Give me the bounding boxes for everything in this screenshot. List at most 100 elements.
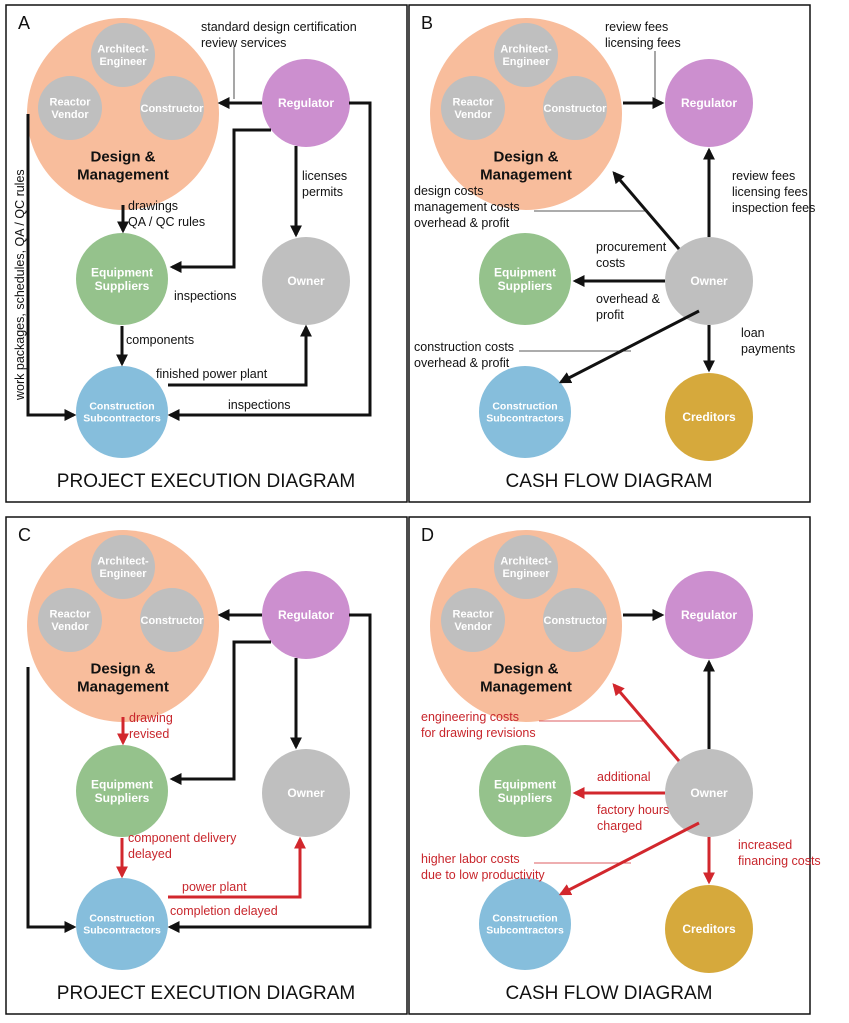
reactor-vendor-label: Reactor	[453, 97, 495, 109]
edge-label: costs	[596, 256, 625, 270]
constructor-label: Constructor	[141, 103, 205, 115]
design-management-label: Management	[480, 166, 572, 183]
regulator-circle	[262, 59, 350, 147]
constructor-label: Constructor	[141, 615, 205, 627]
regulator-label: Regulator	[278, 96, 334, 110]
panel-frame	[408, 516, 811, 1015]
edge-label: work packages, schedules, QA / QC rules	[13, 169, 27, 401]
equipment-suppliers-label: Suppliers	[498, 791, 553, 805]
edge-label: overhead & profit	[414, 356, 510, 370]
reactor-vendor-label: Vendor	[51, 621, 89, 633]
edge-label: inspections	[174, 289, 237, 303]
edge-label: engineering costs	[421, 710, 519, 724]
construction-subcontractors-label: Subcontractors	[83, 925, 161, 937]
edge-label: overhead &	[596, 292, 661, 306]
construction-subcontractors-label: Construction	[89, 913, 154, 925]
flow-arrow	[558, 309, 700, 384]
construction-subcontractors-circle	[76, 878, 168, 970]
architect-engineer-circle	[91, 535, 155, 599]
edge-label: review fees	[605, 20, 668, 34]
panel-frame	[408, 4, 811, 503]
architect-engineer-circle	[91, 23, 155, 87]
edge-label: QA / QC rules	[128, 215, 205, 229]
regulator-circle	[665, 59, 753, 147]
reactor-vendor-label: Reactor	[50, 609, 92, 621]
flow-arrow	[558, 821, 700, 896]
equipment-suppliers-label: Suppliers	[498, 279, 553, 293]
flow-arrow	[168, 324, 312, 387]
edge-label: charged	[597, 819, 642, 833]
design-management-circle	[430, 530, 622, 722]
owner-circle	[665, 749, 753, 837]
construction-subcontractors-circle	[479, 366, 571, 458]
construction-subcontractors-label: Construction	[492, 401, 557, 413]
design-management-label: Management	[77, 678, 169, 695]
panel-frame	[5, 516, 408, 1015]
edge-label: licensing fees	[732, 185, 808, 199]
edge-label: due to low productivity	[421, 868, 545, 882]
construction-subcontractors-label: Construction	[492, 913, 557, 925]
design-management-circle	[27, 18, 219, 210]
architect-engineer-label: Engineer	[99, 568, 147, 580]
panel-letter: B	[421, 13, 433, 33]
edge-label: loan	[741, 326, 765, 340]
owner-label: Owner	[287, 274, 325, 288]
edge-label: inspections	[228, 398, 291, 412]
flow-arrow	[167, 101, 372, 421]
constructor-circle	[543, 76, 607, 140]
constructor-label: Constructor	[544, 103, 608, 115]
panel-letter: C	[18, 525, 31, 545]
reactor-vendor-label: Reactor	[453, 609, 495, 621]
panel-caption: PROJECT EXECUTION DIAGRAM	[57, 471, 355, 492]
construction-subcontractors-circle	[479, 878, 571, 970]
architect-engineer-label: Engineer	[502, 56, 550, 68]
edge-label: increased	[738, 838, 792, 852]
flow-arrow	[612, 683, 681, 762]
edge-label: design costs	[414, 184, 483, 198]
edge-label: drawings	[128, 199, 178, 213]
creditors-circle	[665, 373, 753, 461]
creditors-label: Creditors	[682, 922, 736, 936]
edge-label: inspection fees	[732, 201, 815, 215]
equipment-suppliers-label: Equipment	[91, 265, 153, 279]
design-management-label: Design &	[493, 660, 558, 677]
flow-arrow	[167, 613, 372, 933]
regulator-circle	[665, 571, 753, 659]
architect-engineer-label: Engineer	[502, 568, 550, 580]
reactor-vendor-circle	[38, 76, 102, 140]
edge-label: higher labor costs	[421, 852, 520, 866]
construction-subcontractors-label: Subcontractors	[486, 925, 564, 937]
edge-label: procurement	[596, 240, 667, 254]
equipment-suppliers-circle	[479, 233, 571, 325]
creditors-circle	[665, 885, 753, 973]
construction-subcontractors-label: Construction	[89, 401, 154, 413]
equipment-suppliers-label: Suppliers	[95, 791, 150, 805]
equipment-suppliers-label: Equipment	[494, 265, 556, 279]
edge-label: additional	[597, 770, 651, 784]
creditors-label: Creditors	[682, 410, 736, 424]
edge-label: completion delayed	[170, 904, 278, 918]
edge-label: payments	[741, 342, 795, 356]
design-management-label: Management	[480, 678, 572, 695]
edge-label: revised	[129, 727, 169, 741]
design-management-label: Design &	[90, 660, 155, 677]
edge-label: licenses	[302, 169, 347, 183]
constructor-circle	[543, 588, 607, 652]
edge-label: financing costs	[738, 854, 821, 868]
edge-label: permits	[302, 185, 343, 199]
edge-label: components	[126, 333, 194, 347]
equipment-suppliers-label: Equipment	[494, 777, 556, 791]
owner-label: Owner	[690, 786, 728, 800]
architect-engineer-label: Architect-	[500, 44, 552, 56]
edge-label: review fees	[732, 169, 795, 183]
reactor-vendor-label: Reactor	[50, 97, 92, 109]
edge-label: for drawing revisions	[421, 726, 536, 740]
edge-label: drawing	[129, 711, 173, 725]
architect-engineer-label: Engineer	[99, 56, 147, 68]
panel-letter: A	[18, 13, 30, 33]
equipment-suppliers-circle	[479, 745, 571, 837]
edge-label: power plant	[182, 880, 247, 894]
